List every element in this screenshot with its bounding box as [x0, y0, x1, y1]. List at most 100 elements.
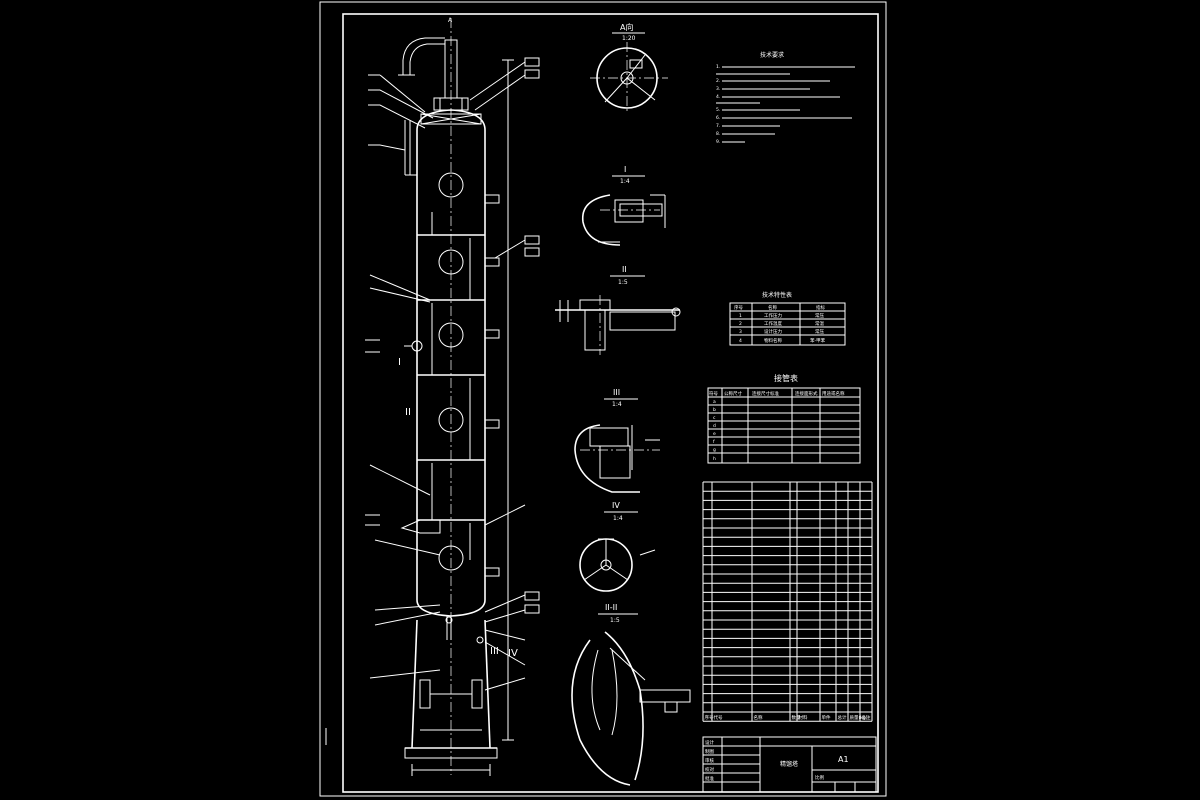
- svg-text:4: 4: [739, 338, 742, 344]
- right-nozzles: [484, 194, 500, 577]
- svg-text:物料名称: 物料名称: [764, 337, 782, 344]
- parts-footer-label: 材料: [799, 714, 808, 721]
- downcomers: [431, 212, 471, 560]
- svg-text:4.: 4.: [716, 94, 720, 100]
- detail-sec-scale: 1:5: [610, 617, 620, 624]
- detail-II-title: II: [622, 265, 627, 274]
- svg-text:审核: 审核: [705, 757, 714, 764]
- svg-text:d: d: [713, 423, 716, 429]
- svg-text:苯-甲苯: 苯-甲苯: [810, 337, 826, 344]
- design-table-title: 技术特性表: [762, 291, 792, 299]
- svg-text:常压: 常压: [815, 312, 824, 319]
- tower-label-III: III: [490, 646, 499, 657]
- svg-text:b: b: [713, 407, 716, 413]
- tower-label-A: A: [448, 17, 453, 24]
- svg-text:常压: 常压: [815, 328, 824, 335]
- parts-footer-label: 备注: [862, 714, 871, 721]
- parts-footer-label: 总计: [838, 714, 847, 721]
- svg-text:e: e: [713, 432, 716, 437]
- svg-text:3.: 3.: [716, 86, 720, 92]
- detail-view-A: A向 1:20: [590, 22, 668, 114]
- dimension-lines: [411, 59, 514, 776]
- detail-view-II: II 1:5: [555, 265, 681, 355]
- svg-text:名称: 名称: [768, 304, 777, 311]
- svg-text:工作压力: 工作压力: [764, 312, 782, 319]
- svg-text:制图: 制图: [705, 748, 714, 755]
- detail-I-title: I: [624, 165, 626, 174]
- parts-footer-label: 名称: [754, 714, 763, 721]
- svg-text:g: g: [713, 448, 716, 453]
- svg-text:h: h: [713, 456, 716, 462]
- technical-requirements: 技术要求 1. 2. 3. 4. 5. 6. 7. 8. 9.: [716, 51, 855, 145]
- detail-A-scale: 1:20: [622, 35, 636, 42]
- tower-label-I: I: [398, 357, 401, 368]
- outer-frame: [319, 1, 887, 797]
- svg-text:5.: 5.: [716, 107, 720, 113]
- tower-label-IV: IV: [508, 648, 518, 659]
- svg-text:1: 1: [739, 313, 742, 319]
- svg-text:2.: 2.: [716, 78, 720, 84]
- skirt: [404, 619, 498, 759]
- title-block: 设计 制图 审核 校对 批准 精馏塔 A1 比例: [702, 736, 877, 793]
- leader-lines: [369, 61, 526, 691]
- svg-text:工作温度: 工作温度: [764, 320, 782, 327]
- svg-text:3: 3: [739, 329, 742, 335]
- top-vapor-pipe: [444, 39, 458, 99]
- svg-text:序号: 序号: [734, 304, 743, 311]
- tech-req-title: 技术要求: [760, 51, 784, 59]
- svg-text:批准: 批准: [705, 775, 714, 782]
- svg-text:用途或名称: 用途或名称: [822, 390, 845, 397]
- demister: [420, 113, 482, 125]
- left-nozzles: [400, 340, 441, 534]
- part-tags-left: [365, 74, 380, 526]
- svg-text:设计: 设计: [705, 739, 714, 746]
- svg-text:设计压力: 设计压力: [764, 328, 782, 335]
- manholes: [438, 172, 464, 571]
- detail-view-section: II-II 1:5: [571, 603, 691, 786]
- detail-view-I: I 1:4: [581, 165, 666, 246]
- inner-frame: [342, 13, 879, 793]
- svg-text:指标: 指标: [816, 304, 825, 311]
- parts-footer-label: 单件: [822, 714, 831, 721]
- svg-text:常温: 常温: [815, 320, 824, 327]
- svg-text:2: 2: [739, 321, 742, 327]
- detail-view-IV: IV 1:4: [579, 501, 656, 592]
- nozzle-table: 接管表 符号 公称尺寸 连接尺寸标准 连接面形式 用途或名称 a b c d e…: [707, 373, 861, 464]
- detail-I-scale: 1:4: [620, 178, 630, 185]
- svg-text:比例: 比例: [815, 774, 824, 781]
- svg-text:9.: 9.: [716, 139, 720, 145]
- svg-text:符号: 符号: [709, 390, 718, 397]
- svg-text:1.: 1.: [716, 64, 720, 70]
- svg-text:8.: 8.: [716, 131, 720, 137]
- svg-text:a: a: [713, 400, 716, 405]
- reflux-pipe: [402, 37, 445, 75]
- parts-footer-label: 代号: [714, 714, 723, 721]
- parts-footer-label: 序号: [705, 714, 714, 721]
- svg-text:连接尺寸标准: 连接尺寸标准: [752, 390, 779, 397]
- detail-IV-scale: 1:4: [613, 515, 623, 522]
- detail-IV-title: IV: [612, 501, 620, 510]
- detail-III-title: III: [613, 388, 620, 397]
- tower-label-II: II: [405, 407, 411, 418]
- part-tags-right: [524, 57, 540, 614]
- sheet-size: A1: [838, 755, 849, 764]
- parts-list: 序号代号 名称 数量材料 单件总计质量(kg)备注: [702, 481, 873, 722]
- detail-A-title: A向: [620, 22, 633, 32]
- svg-text:c: c: [713, 416, 716, 421]
- drawing-title: 精馏塔: [780, 760, 798, 768]
- detail-III-scale: 1:4: [612, 401, 622, 408]
- parts-footer-label: 质量(kg): [850, 714, 868, 721]
- parts-footer-label: 数量: [792, 714, 801, 721]
- detail-II-scale: 1:5: [618, 279, 628, 286]
- svg-text:连接面形式: 连接面形式: [795, 390, 818, 397]
- svg-text:f: f: [713, 439, 715, 445]
- tower-elevation: I II III IV A: [365, 17, 540, 776]
- svg-text:7.: 7.: [716, 123, 720, 129]
- svg-text:公称尺寸: 公称尺寸: [724, 390, 742, 397]
- nozzle-table-title: 接管表: [774, 373, 798, 383]
- svg-text:校对: 校对: [705, 766, 714, 773]
- svg-text:6.: 6.: [716, 115, 720, 121]
- detail-view-III: III 1:4: [574, 388, 660, 493]
- design-characteristics-table: 技术特性表 序号 名称 指标 1 工作压力 常压 2 工作温度 常温 3 设计压…: [729, 291, 846, 346]
- detail-sec-title: II-II: [605, 603, 617, 612]
